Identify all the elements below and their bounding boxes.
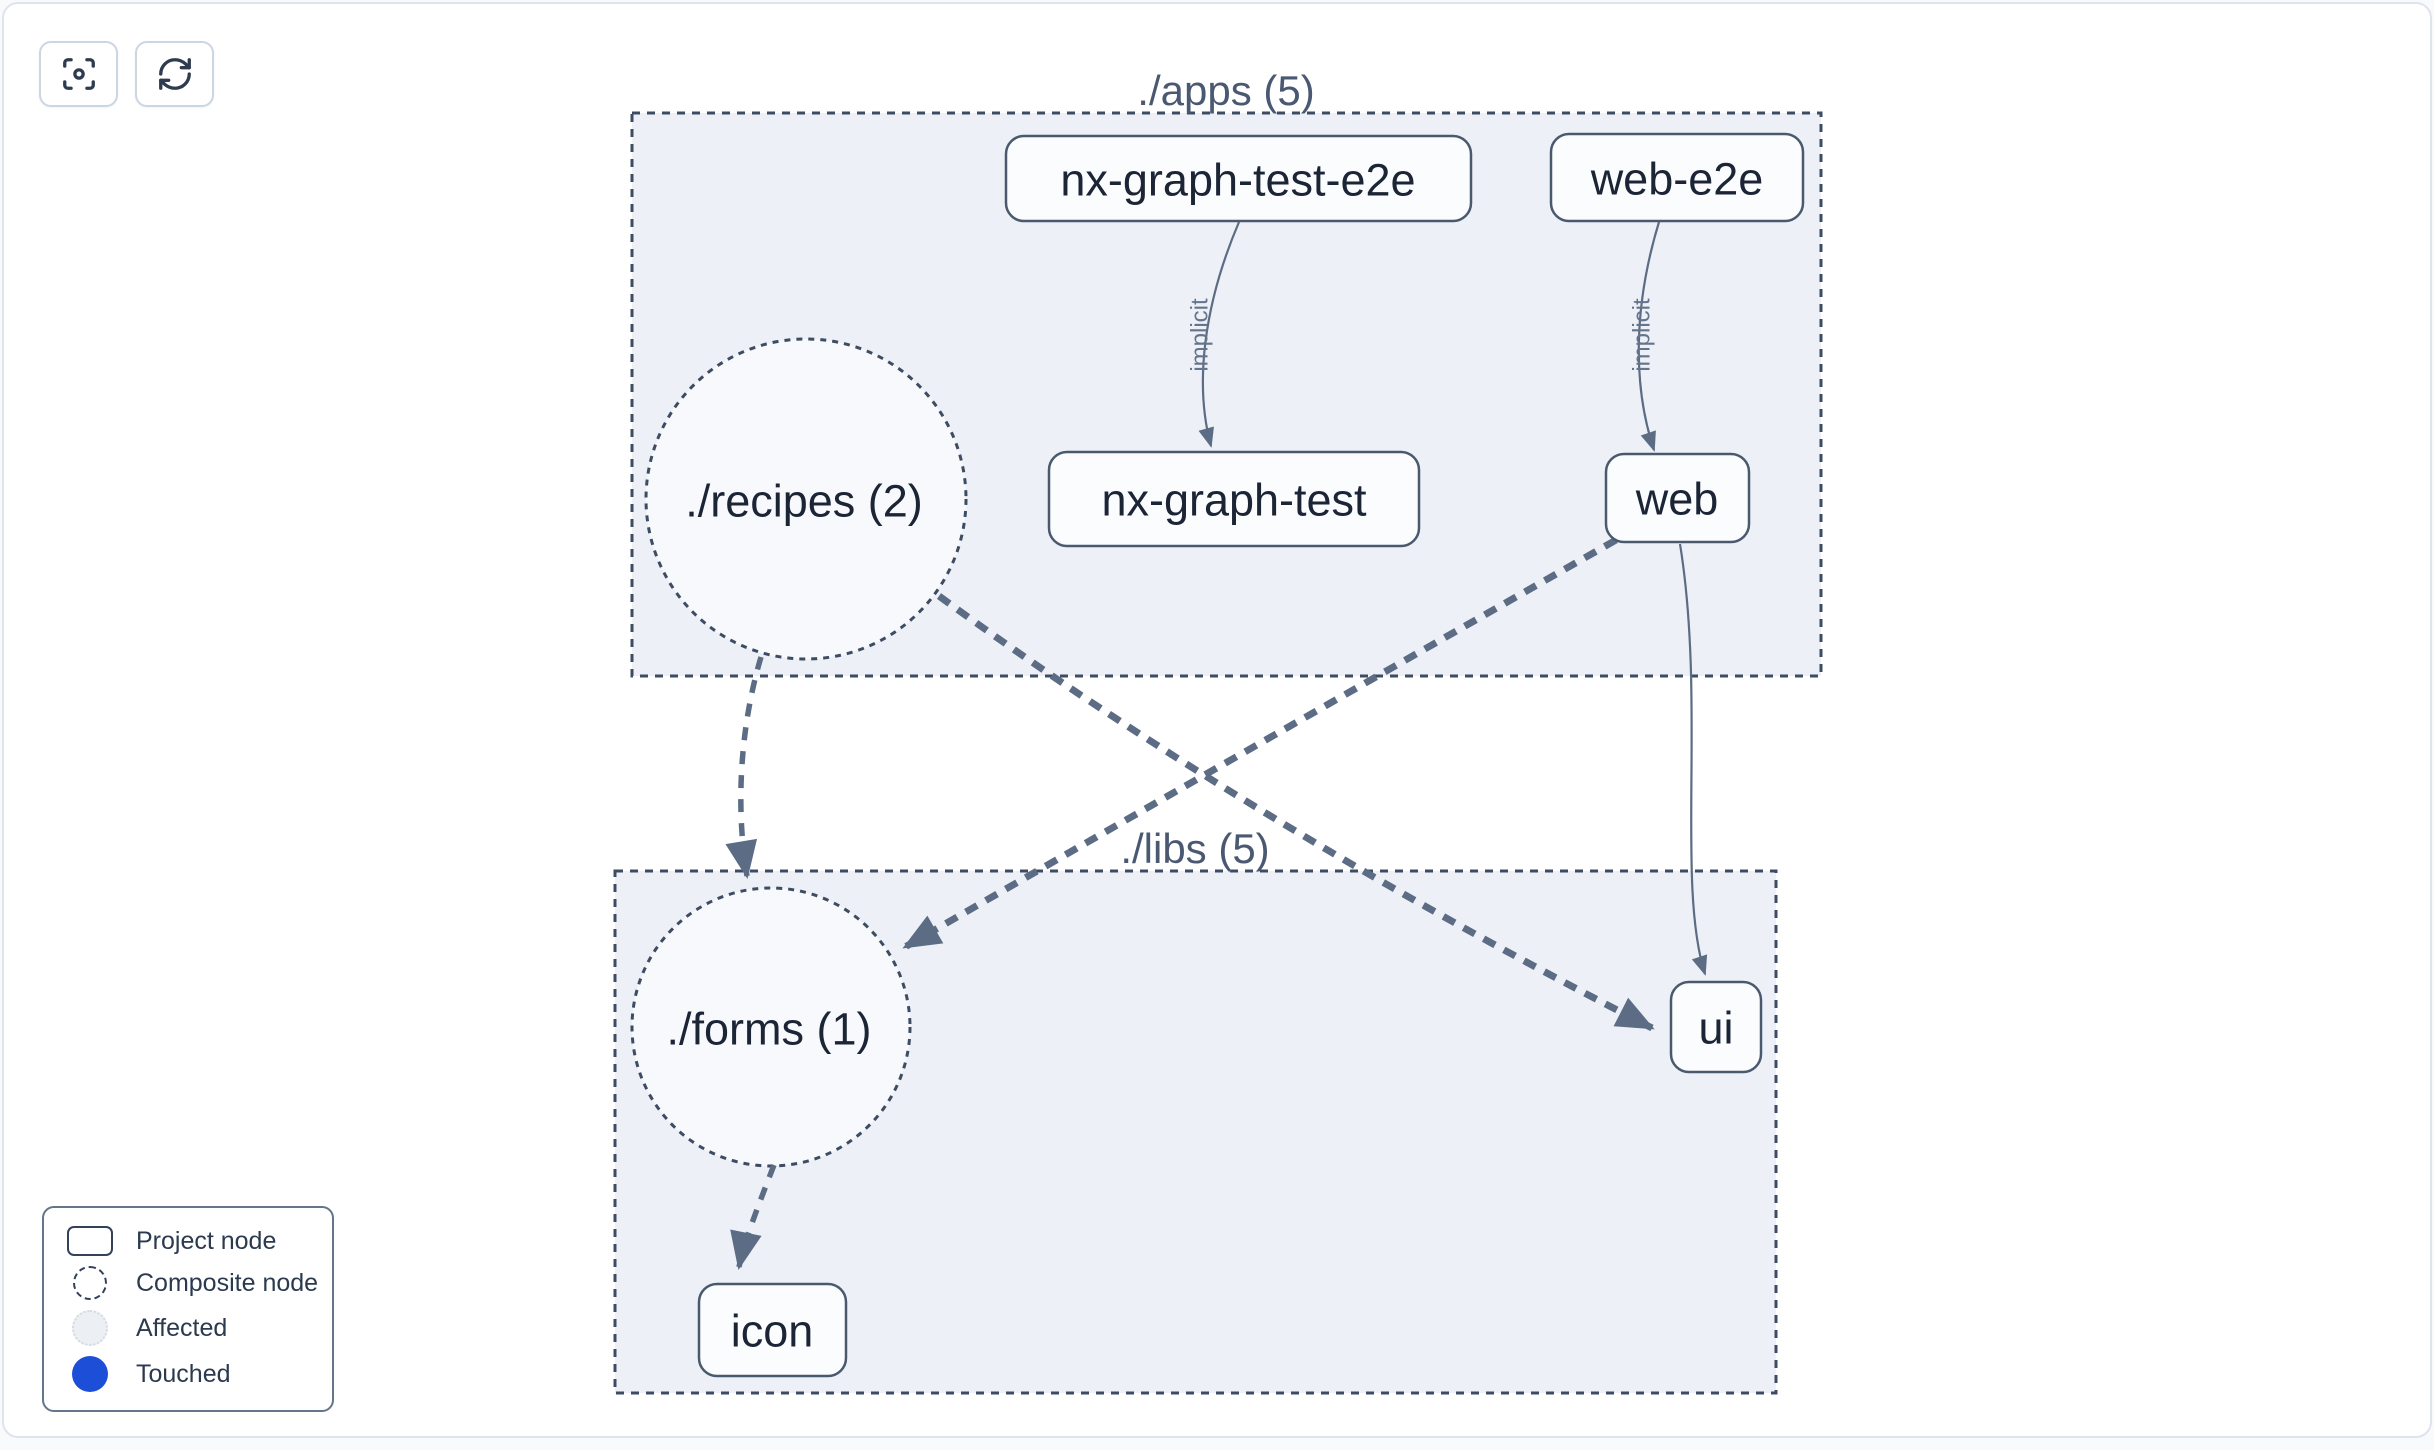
project-node-web-e2e[interactable]: web-e2e — [1549, 132, 1805, 223]
composite-node-recipes-label: ./recipes (2) — [685, 476, 923, 527]
edge-label-implicit-2: implicit — [1629, 298, 1656, 372]
project-node-nx-graph-test-e2e[interactable]: nx-graph-test-e2e — [1004, 134, 1473, 223]
edge-label-implicit-1: implicit — [1187, 298, 1214, 372]
legend-item-project-node: Project node — [44, 1226, 332, 1256]
dependency-graph: ./apps (5) ./libs (5) ./recipes (2) ./fo… — [613, 67, 1823, 1395]
refresh-button[interactable] — [135, 41, 214, 107]
project-node-nx-graph-test[interactable]: nx-graph-test — [1047, 450, 1421, 548]
edge-forms-to-icon — [730, 1164, 777, 1270]
project-node-nx-graph-test-e2e-label: nx-graph-test-e2e — [1060, 155, 1415, 206]
project-node-icon[interactable]: icon — [697, 1282, 848, 1378]
project-node-icon-label: icon — [731, 1306, 814, 1357]
project-node-ui-label: ui — [1698, 1003, 1733, 1054]
focus-icon — [60, 55, 98, 93]
legend-label: Touched — [136, 1359, 231, 1388]
legend-item-affected: Affected — [44, 1310, 332, 1346]
cluster-libs-label: ./libs (5) — [1120, 825, 1269, 872]
project-node-nx-graph-test-label: nx-graph-test — [1101, 475, 1367, 526]
composite-node-swatch-icon — [44, 1266, 136, 1300]
refresh-icon — [156, 55, 194, 93]
legend-label: Composite node — [136, 1268, 319, 1297]
edge-web-to-ui — [1678, 543, 1708, 976]
project-node-web-e2e-label: web-e2e — [1590, 154, 1764, 205]
legend-item-touched: Touched — [44, 1356, 332, 1392]
edge-recipes-to-forms — [725, 656, 764, 879]
edge-nx-graph-test-e2e-to-nx-graph-test — [1198, 221, 1241, 448]
touched-swatch-icon — [44, 1356, 136, 1392]
legend-label: Affected — [136, 1313, 228, 1342]
edge-web-to-forms — [902, 536, 1618, 951]
legend-label: Project node — [136, 1226, 277, 1255]
composite-node-forms-label: ./forms (1) — [666, 1004, 871, 1055]
affected-swatch-icon — [44, 1310, 136, 1346]
composite-node-recipes[interactable] — [644, 337, 968, 661]
project-node-ui[interactable]: ui — [1669, 980, 1763, 1074]
edge-web-e2e-to-web — [1637, 221, 1661, 452]
edge-recipes-to-ui — [936, 593, 1655, 1032]
cluster-apps-label: ./apps (5) — [1137, 67, 1314, 114]
project-node-web-label: web — [1635, 474, 1719, 525]
legend: Project node Composite node Affected Tou… — [42, 1206, 334, 1412]
project-node-swatch-icon — [44, 1226, 136, 1256]
project-node-web[interactable]: web — [1604, 452, 1751, 544]
toolbar — [39, 41, 214, 107]
focus-button[interactable] — [39, 41, 118, 107]
legend-item-composite-node: Composite node — [44, 1266, 332, 1300]
